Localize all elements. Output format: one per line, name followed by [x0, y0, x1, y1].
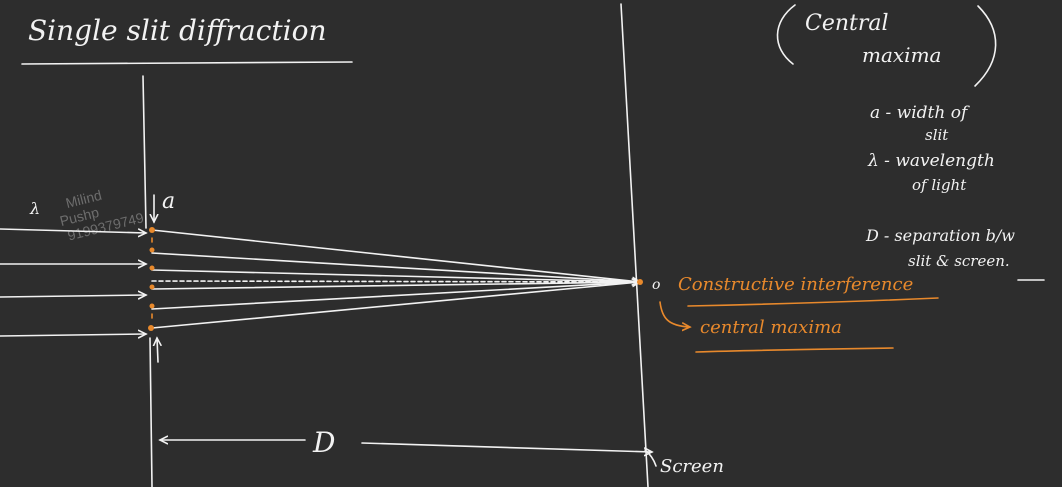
legend-lambda-line1: λ - wavelength: [867, 151, 995, 171]
constructive-interference-underline: [687, 297, 939, 307]
slit-barrier-upper: [142, 75, 147, 229]
central-maxima-note: Central maxima: [776, 4, 997, 87]
slit-barrier-lower: [149, 337, 153, 487]
slit-source-points: [148, 227, 155, 331]
diffracted-ray: [151, 269, 641, 283]
diffracted-ray: [151, 282, 640, 329]
diffracted-ray: [151, 252, 641, 283]
central-maxima-underline: [695, 347, 894, 353]
distance-arrow-right: [361, 442, 652, 452]
slit-width-label: a: [162, 189, 175, 214]
diagram-title: Single slit diffraction: [28, 14, 327, 47]
source-point: [149, 284, 155, 290]
central-maxima-note-line2: maxima: [862, 43, 941, 67]
source-point: [149, 265, 155, 271]
title-underline: [21, 61, 353, 65]
legend-a-line2: slit: [925, 126, 949, 144]
legend-a-line1: a - width of: [870, 103, 970, 123]
constructive-interference-label: Constructive interference: [678, 274, 913, 295]
incident-rays: [0, 229, 146, 336]
diffracted-rays: [151, 229, 641, 329]
source-point: [149, 303, 155, 309]
screen-label: Screen: [660, 456, 724, 477]
central-maxima-label: central maxima: [700, 317, 842, 338]
legend: a - width of slit λ - wavelength of ligh…: [865, 103, 1045, 281]
legend-lambda-line2: of light: [912, 176, 967, 194]
legend-D-line1: D - separation b/w: [865, 226, 1015, 245]
central-point-dot: [637, 279, 643, 285]
central-maxima-note-line1: Central: [805, 11, 889, 36]
diffracted-ray: [151, 281, 641, 290]
incident-ray: [0, 295, 146, 297]
central-axis-dashed: [151, 280, 641, 283]
source-point: [149, 247, 155, 253]
central-maxima-pointer: [659, 301, 690, 327]
source-point: [148, 325, 154, 331]
watermark: Milind Pushp 9199379749: [58, 187, 145, 244]
incident-ray: [0, 334, 146, 336]
slit-width-arrow-bottom: [157, 338, 158, 363]
screen-line: [620, 3, 649, 487]
distance-D-indicator: D: [160, 426, 652, 459]
incident-wavelength-label: λ: [29, 199, 40, 218]
screen-label-hook: [644, 449, 657, 467]
incident-ray: [0, 229, 146, 233]
distance-D-label: D: [312, 426, 335, 459]
diffracted-ray: [151, 229, 640, 282]
legend-D-line2: slit & screen.: [908, 252, 1010, 270]
source-point: [149, 227, 155, 233]
diffracted-ray: [151, 281, 641, 310]
central-point-marker: o: [652, 277, 660, 293]
